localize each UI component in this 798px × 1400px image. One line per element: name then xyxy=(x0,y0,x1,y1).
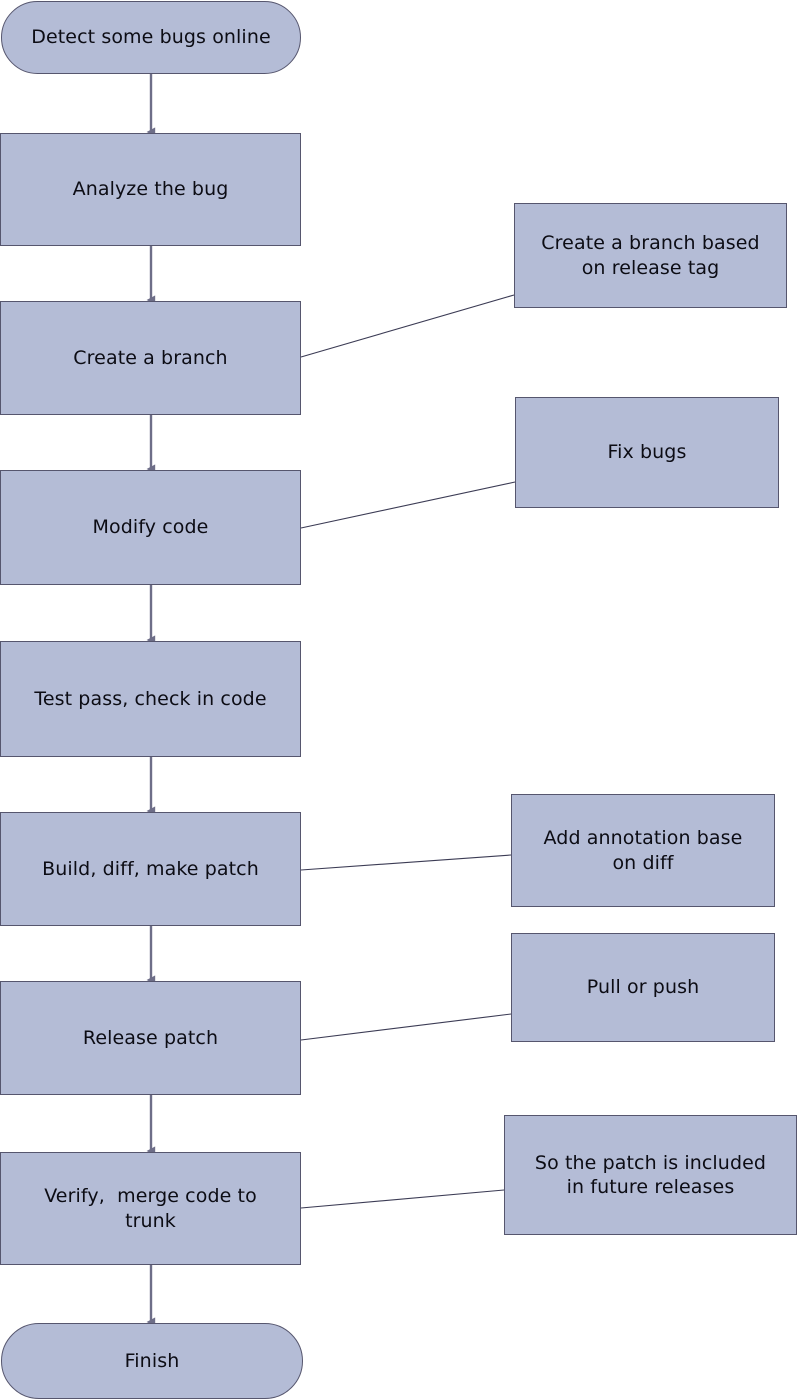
connector-line-modify-to-ann-fix xyxy=(300,481,516,529)
annotation-node-label-ann-annotation: Add annotation base on diff xyxy=(543,827,743,874)
flow-node-finish[interactable]: Finish xyxy=(1,1323,303,1399)
connector-line-branch-to-ann-branch xyxy=(300,294,515,358)
flow-node-label-verify: Verify, merge code to trunk xyxy=(44,1185,257,1232)
flow-node-analyze[interactable]: Analyze the bug xyxy=(0,133,301,246)
annotation-node-label-ann-fix: Fix bugs xyxy=(607,441,687,464)
annotation-node-label-ann-branch: Create a branch based on release tag xyxy=(541,232,760,279)
flow-node-label-release: Release patch xyxy=(82,1026,219,1049)
flow-node-branch[interactable]: Create a branch xyxy=(0,301,301,415)
annotation-node-ann-fix[interactable]: Fix bugs xyxy=(515,397,779,508)
flow-node-label-start: Detect some bugs online xyxy=(31,26,271,49)
flow-node-label-modify: Modify code xyxy=(92,516,209,539)
flow-node-label-testpass: Test pass, check in code xyxy=(34,687,267,710)
annotation-node-ann-future[interactable]: So the patch is included in future relea… xyxy=(504,1115,797,1235)
annotation-node-ann-branch[interactable]: Create a branch based on release tag xyxy=(514,203,787,308)
flow-node-start[interactable]: Detect some bugs online xyxy=(1,1,301,74)
connector-line-verify-to-ann-future xyxy=(300,1189,505,1209)
annotation-node-ann-pullpush[interactable]: Pull or push xyxy=(511,933,775,1042)
annotation-node-label-ann-future: So the patch is included in future relea… xyxy=(534,1151,767,1198)
flow-node-release[interactable]: Release patch xyxy=(0,981,301,1095)
connector-line-release-to-ann-pullpush xyxy=(300,1013,512,1041)
annotation-node-ann-annotation[interactable]: Add annotation base on diff xyxy=(511,794,775,907)
flow-node-label-analyze: Analyze the bug xyxy=(72,178,229,201)
flow-node-label-finish: Finish xyxy=(124,1349,180,1372)
flow-node-modify[interactable]: Modify code xyxy=(0,470,301,585)
flow-node-label-branch: Create a branch xyxy=(73,346,228,369)
annotation-node-label-ann-pullpush: Pull or push xyxy=(586,976,700,999)
flow-node-testpass[interactable]: Test pass, check in code xyxy=(0,641,301,757)
flow-node-label-builddiff: Build, diff, make patch xyxy=(42,857,259,880)
flow-node-builddiff[interactable]: Build, diff, make patch xyxy=(0,812,301,926)
flow-node-verify[interactable]: Verify, merge code to trunk xyxy=(0,1152,301,1265)
connector-line-builddiff-to-ann-annotation xyxy=(300,854,512,871)
